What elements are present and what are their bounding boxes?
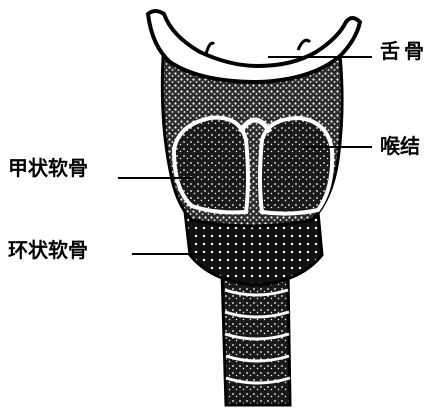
hyoid-label: 舌骨 xyxy=(380,41,428,61)
trachea xyxy=(222,272,290,405)
cricoid-cartilage-label: 环状软骨 xyxy=(8,240,88,260)
laryngeal-prominence-label: 喉结 xyxy=(380,136,420,156)
thyroid-cartilage-label: 甲状软骨 xyxy=(8,158,88,178)
